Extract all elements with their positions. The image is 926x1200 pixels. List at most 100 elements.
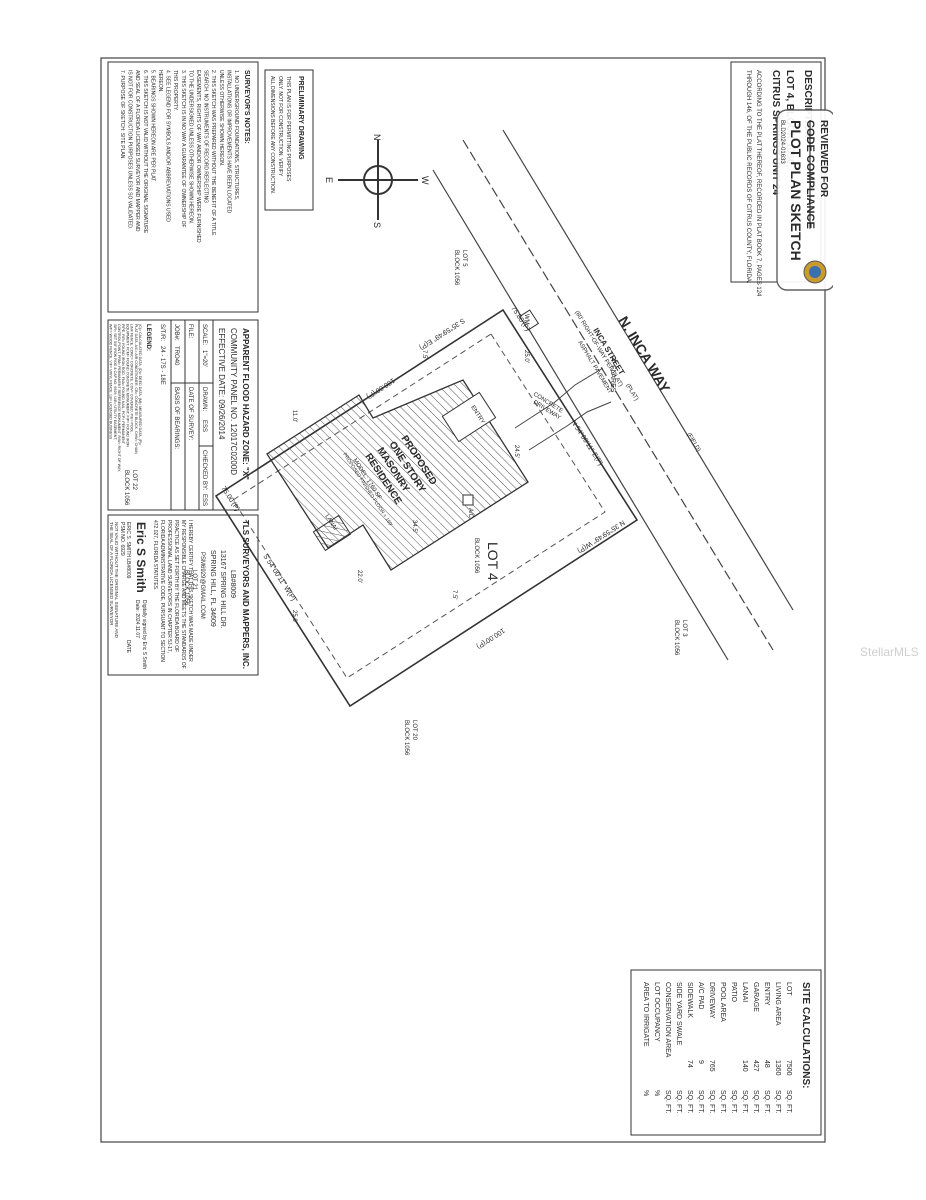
legend-line: W/F= WOOD FENCE, V/F= VINYL FENCE, LB= L… xyxy=(109,324,113,440)
lot3-label: LOT 3 xyxy=(681,620,687,637)
flood-line-2: COMMUNITY PANEL NO. 12017C0200D xyxy=(229,328,238,475)
lot5-label: LOT 5 xyxy=(461,250,467,267)
job-label: JOB#: xyxy=(173,324,179,341)
ac-pad xyxy=(462,494,474,506)
company-email: PSM6929@GMAIL.COM xyxy=(199,552,205,619)
note-line: IS NOT FOR CONSTRUCTION PURPOSES UNLESS … xyxy=(127,70,133,229)
site-calc-unit: SQ. FT. xyxy=(675,1090,682,1114)
note-line: AND SEAL OF A FLORIDA LICENSED SURVEYOR … xyxy=(134,70,140,232)
cert-line-4: PROFESSIONAL LAND SURVEYORS IN CHAPTER 5… xyxy=(166,520,172,653)
job-value: TRO40 xyxy=(173,346,179,366)
stamp-line-3: PLOT PLAN SKETCH xyxy=(788,120,804,261)
notes-lines: 1. NO UNDERGROUND FOUNDATIONS, STRUCTURE… xyxy=(119,70,239,243)
date-survey-label: DATE OF SURVEY: xyxy=(187,387,193,440)
psm-line-2: PSM NO. 6929 xyxy=(119,522,125,556)
lot-label: LOT 4 xyxy=(485,542,501,581)
psm-line: ERIC S. SMITH LB#8009 xyxy=(125,522,131,579)
site-calc-label: LIVING AREA xyxy=(774,982,781,1026)
lot-block-label: BLOCK 1056 xyxy=(473,538,479,574)
site-calc-value: 48 xyxy=(763,1060,770,1068)
site-calc-unit: SQ. FT. xyxy=(752,1090,759,1114)
flood-line-3: EFFECTIVE DATE: 09/26/2014 xyxy=(217,328,226,440)
compass-s: S xyxy=(372,222,382,228)
dim-22: 22.0' xyxy=(356,570,362,583)
site-calc-label: LOT OCCUPANCY xyxy=(653,982,660,1042)
compass-w: W xyxy=(420,176,430,185)
site-calc-label: PATIO xyxy=(730,982,737,1003)
site-calc-unit: SQ. FT. xyxy=(708,1090,715,1114)
surveyors-notes: SURVEYOR'S NOTES: 1. NO UNDERGROUND FOUN… xyxy=(107,61,259,313)
note-line: 3. THIS SKETCH IS IN NO WAY A GUARANTEE … xyxy=(180,70,186,228)
sheet-border xyxy=(100,57,826,1143)
drawn-label: DRAWN: xyxy=(201,387,207,411)
site-calc-unit: SQ. FT. xyxy=(664,1090,671,1114)
dim-25-front: 25.0' xyxy=(523,350,529,363)
dim-7-5-right: 7.5' xyxy=(421,350,427,360)
legend-title: LEGEND: xyxy=(145,324,151,351)
note-line: 2. THIS SKETCH WAS PREPARED WITHOUT THE … xyxy=(210,70,216,236)
cert-line-5: FLORIDA ADMINISTRATIVE CODE, PURSUANT TO… xyxy=(159,520,165,662)
water-meter: WM xyxy=(518,309,540,331)
lot3-block: BLOCK 1056 xyxy=(673,620,679,656)
site-calc-value: 427 xyxy=(752,1060,759,1072)
note-line: 5. BEARINGS SHOWN HEREON ARE PER PLAT. xyxy=(149,70,155,182)
scale-label: SCALE: xyxy=(201,324,207,346)
description-plat-1: ACCORDING TO THE PLAT THEREOF, RECORDED … xyxy=(755,70,761,297)
seal-note-2: THE SEAL OF A FLORIDA LICENSED SURVEYOR xyxy=(109,522,114,626)
site-calc-unit: SQ. FT. xyxy=(697,1090,704,1114)
lot20-label: LOT 20 xyxy=(411,720,417,741)
note-line: 6. THIS SKETCH IS NOT VALID WITHOUT THE … xyxy=(142,70,148,234)
site-calc-value: 140 xyxy=(741,1060,748,1072)
file-label: FILE: xyxy=(187,324,193,339)
legend-lines: (C)= CALCULATED DATA, (D)= DEED DATA, (M… xyxy=(109,324,142,472)
site-calc-label: AREA TO IRRIGATE xyxy=(642,982,649,1047)
site-calc-unit: SQ. FT. xyxy=(774,1090,781,1114)
company-lb: LB#8009 xyxy=(229,570,236,598)
cert-line-1: I HEREBY CERTIFY THAT THIS SKETCH WAS MA… xyxy=(187,520,193,662)
note-line: UNLESS OTHERWISE SHOWN HEREON. xyxy=(218,70,224,166)
legend-line: LINK FENCE, CONC= CONCRETE, COV= COVERED… xyxy=(130,324,134,433)
survey-drawing: DESCRIPTION: LOT 4, BLOCK 1056, CITRUS S… xyxy=(100,57,836,1143)
lot5-block: BLOCK 1056 xyxy=(453,250,459,286)
legend-line: PIPE, FIR= FOUND IRON ROD, FNA= FOUND NA… xyxy=(121,324,125,445)
date-label: DATE xyxy=(125,640,131,654)
company-block: TLS SURVEYORS AND MAPPERS, INC. LB#8009 … xyxy=(107,514,259,676)
adjacent-lots: LOT 5 BLOCK 1056 LOT 3 BLOCK 1056 LOT 20… xyxy=(123,250,687,756)
scale-value: 1"=20' xyxy=(201,350,207,367)
proposed-residence: ENTRY LANAI PROPOSED ONE STORY MASONRY R… xyxy=(266,379,529,571)
note-line: SEARCH. NO INSTRUMENTS OF RECORD REFLECT… xyxy=(203,70,209,203)
preliminary-line-2: ONLY. NOT FOR CONSTRUCTION. VERIFY xyxy=(277,76,283,177)
preliminary-title: PRELIMINARY DRAWING xyxy=(297,76,304,160)
site-calc-unit: SQ. FT. xyxy=(785,1090,792,1114)
site-calc-label: ENTRY xyxy=(763,982,770,1006)
legend-line: (C)= CALCULATED DATA, (D)= DEED DATA, (M… xyxy=(138,324,142,446)
description-heading: DESCRIPTION: xyxy=(802,70,813,142)
site-calc-label: LOT xyxy=(785,982,792,996)
note-line: 1. NO UNDERGROUND FOUNDATIONS, STRUCTURE… xyxy=(233,70,239,200)
preliminary-line-1: THIS PLAN IS FOR PERMITTING PURPOSES xyxy=(285,76,291,182)
str-label: S/T/R: xyxy=(159,324,165,341)
legend-line: EQUIPMENT, FCM= FOUND CONCRETE MONUMENT,… xyxy=(125,324,129,447)
cert-line-6: 472.027, FLORIDA STATUTES. xyxy=(152,520,158,590)
ac-label: A/C xyxy=(467,508,473,519)
rotated-drawing: DESCRIPTION: LOT 4, BLOCK 1056, CITRUS S… xyxy=(93,50,836,1150)
legend-line: SIR= SET 5/8" IRON ROD & CAP NO. 6929, U… xyxy=(113,324,117,440)
signed-date: Date: 2024.11.07 xyxy=(134,600,140,638)
site-calc-label: SIDEWALK xyxy=(686,982,693,1018)
site-calc-unit: SQ. FT. xyxy=(719,1090,726,1114)
note-line: INSTALLATIONS OR IMPROVEMENTS HAVE BEEN … xyxy=(225,70,231,214)
legend-line: PLAT DATA, A/C= AIR CONDITIONER, CB= CON… xyxy=(134,324,138,454)
checked-label: CHECKED BY: xyxy=(201,450,207,491)
preliminary-line-3: ALL DIMENSIONS BEFORE ANY CONSTRUCTION. xyxy=(269,76,275,194)
site-calc-value: 1360 xyxy=(774,1060,781,1076)
site-calc-unit: SQ. FT. xyxy=(686,1090,693,1114)
watermark: StellarMLS xyxy=(860,645,919,659)
description-plat-2: THROUGH 146, OF THE PUBLIC RECORDS OF CI… xyxy=(745,70,751,284)
site-calc-value: 9 xyxy=(697,1060,704,1064)
lot21-block: BLOCK 1056 xyxy=(183,570,189,606)
site-calc-value: 765 xyxy=(708,1060,715,1072)
note-line: HEREON. xyxy=(157,70,163,93)
site-calc-label: SIDE YARD SWALE xyxy=(675,982,682,1046)
